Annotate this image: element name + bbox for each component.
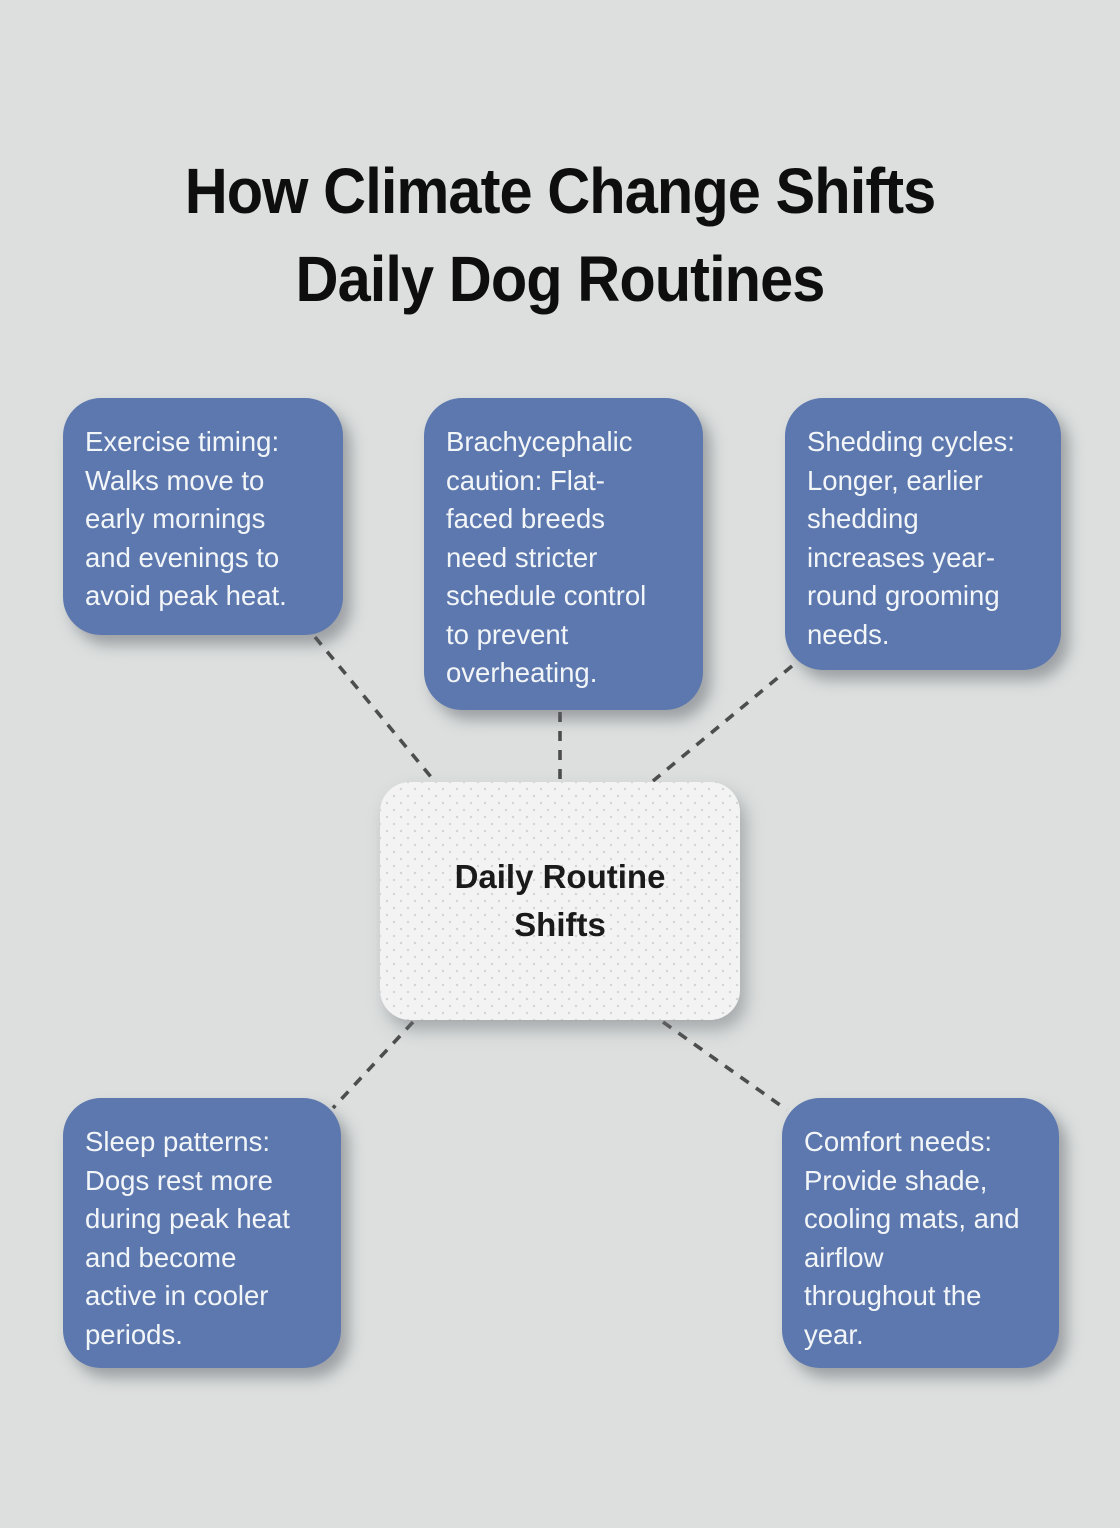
node-exercise-timing-text: Exercise timing: Walks move to early mor…: [85, 426, 287, 611]
center-node-daily-routine-shifts: Daily Routine Shifts: [380, 782, 740, 1020]
node-brachycephalic-caution-text: Brachycephalic caution: Flat- faced bree…: [446, 426, 647, 688]
page-title: How Climate Change Shifts Daily Dog Rout…: [0, 147, 1120, 323]
connector-sleep-patterns: [331, 1020, 415, 1110]
page-title-line-2: Daily Dog Routines: [295, 242, 826, 315]
center-node-label: Daily Routine Shifts: [454, 858, 666, 943]
page-title-line-1: How Climate Change Shifts: [184, 154, 937, 227]
node-comfort-needs-text: Comfort needs: Provide shade, cooling ma…: [804, 1126, 1020, 1350]
node-brachycephalic-caution: Brachycephalic caution: Flat- faced bree…: [424, 398, 703, 710]
node-sleep-patterns: Sleep patterns: Dogs rest more during pe…: [63, 1098, 341, 1368]
node-shedding-cycles-text: Shedding cycles: Longer, earlier sheddin…: [807, 426, 1015, 650]
connector-exercise-timing: [313, 635, 438, 785]
node-exercise-timing: Exercise timing: Walks move to early mor…: [63, 398, 343, 635]
node-sleep-patterns-text: Sleep patterns: Dogs rest more during pe…: [85, 1126, 290, 1350]
connector-comfort-needs: [661, 1020, 789, 1112]
node-shedding-cycles: Shedding cycles: Longer, earlier sheddin…: [785, 398, 1061, 670]
node-comfort-needs: Comfort needs: Provide shade, cooling ma…: [782, 1098, 1059, 1368]
